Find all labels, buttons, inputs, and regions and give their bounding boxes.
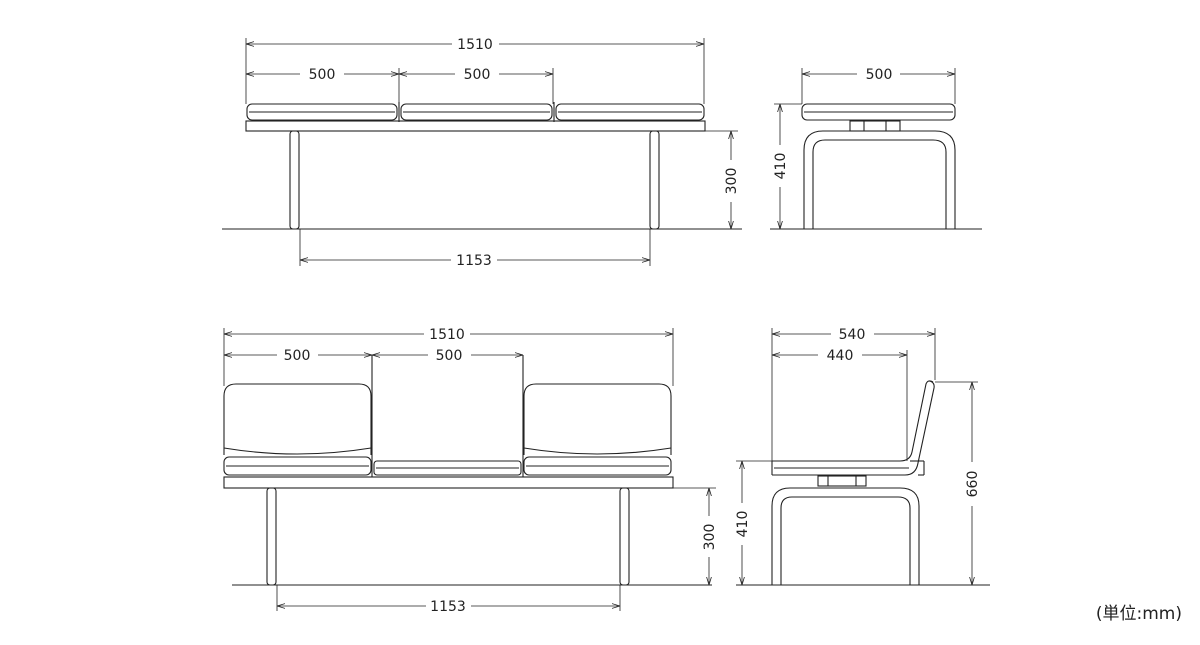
dimension-seat-width-1: 500 <box>224 348 372 364</box>
seat-frame <box>245 120 706 132</box>
dim-label: 1510 <box>429 327 465 343</box>
seat-bracket <box>817 475 867 487</box>
dim-label: 410 <box>773 153 789 180</box>
bench-with-backrest-side-view: 540 440 410 660 <box>735 327 990 586</box>
seat-bracket <box>849 120 901 132</box>
dim-label: 500 <box>284 348 311 364</box>
dimension-seat-height: 300 <box>705 130 740 229</box>
unit-label: (単位:mm) <box>1096 604 1182 624</box>
bench-with-backrest-front-view: 1510 500 500 1153 300 <box>223 327 718 615</box>
dimension-overall-depth: 540 <box>771 327 936 461</box>
dim-label: 1153 <box>456 253 492 269</box>
seat-and-backrest <box>771 380 935 476</box>
dimension-overall-width: 1510 <box>245 37 705 104</box>
dim-label: 660 <box>965 471 981 498</box>
dimension-leg-span: 1153 <box>299 229 651 269</box>
dim-label: 500 <box>464 67 491 83</box>
dimension-seat-height: 410 <box>735 460 772 585</box>
seat-cushion <box>801 103 956 121</box>
dim-label: 500 <box>309 67 336 83</box>
dim-label: 500 <box>436 348 463 364</box>
dim-label: 300 <box>702 524 718 551</box>
bench-side-view: 500 410 <box>770 67 982 230</box>
sled-frame <box>803 130 956 229</box>
sled-frame <box>771 487 920 585</box>
backrests <box>223 383 672 455</box>
dimension-depth: 500 <box>801 67 956 104</box>
dimension-height: 410 <box>773 103 802 229</box>
dimension-overall-height: 660 <box>935 381 981 585</box>
dim-label: 500 <box>866 67 893 83</box>
dimension-seat-depth: 440 <box>772 348 908 461</box>
dimension-seat-height: 300 <box>673 487 718 585</box>
dim-label: 410 <box>735 511 751 538</box>
legs <box>266 487 630 586</box>
dimension-seat-width-2: 500 <box>372 348 523 364</box>
seat-cushions <box>246 102 705 122</box>
dimension-seat-width-2: 500 <box>399 67 554 104</box>
seat-frame <box>223 476 674 489</box>
seat-cushions <box>223 355 672 477</box>
dimension-leg-span: 1153 <box>276 585 621 615</box>
legs <box>289 130 660 230</box>
bench-front-view: 1510 500 500 1153 300 <box>222 37 742 269</box>
dim-label: 1510 <box>457 37 493 53</box>
dim-label: 540 <box>839 327 866 343</box>
dimension-seat-width-1: 500 <box>246 67 400 104</box>
dimension-overall-width: 1510 <box>223 327 674 386</box>
dim-label: 300 <box>724 168 740 195</box>
dim-label: 1153 <box>430 599 466 615</box>
dim-label: 440 <box>827 348 854 364</box>
